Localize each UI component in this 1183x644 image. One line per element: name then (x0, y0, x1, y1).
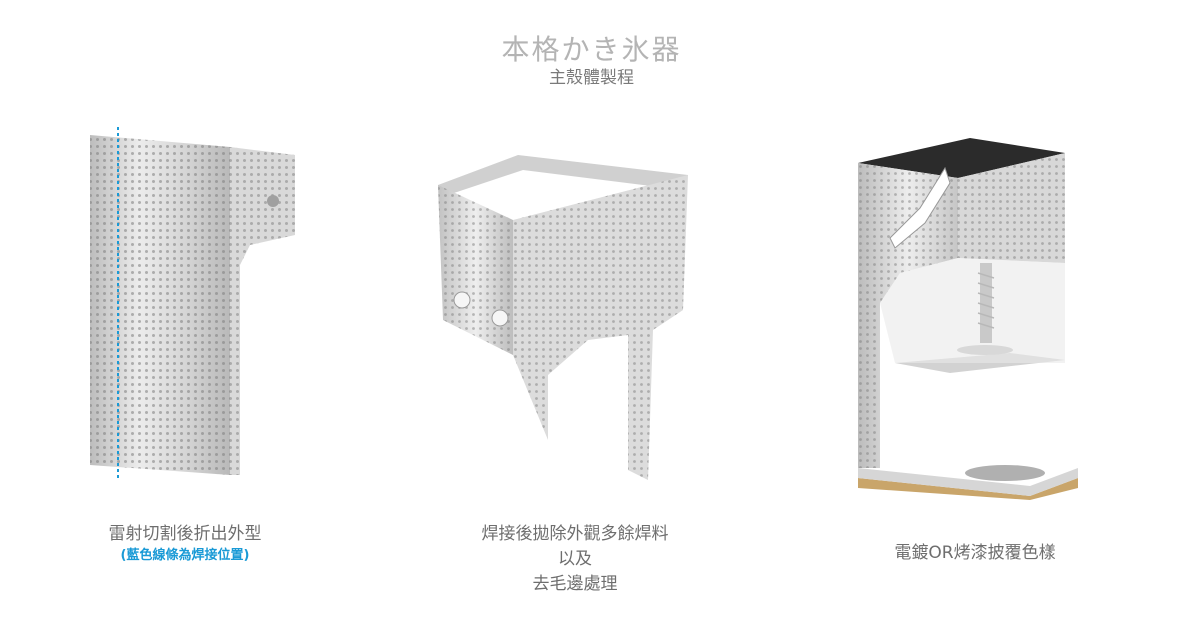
step2-caption-line-2: 以及 (558, 549, 592, 569)
step1-caption-text: 雷射切割後折出外型 (108, 524, 262, 544)
weld-position-note: (藍色線條為焊接位置) (120, 548, 250, 563)
page-subtitle: 主殼體製程 (549, 68, 634, 88)
step2-caption-line-1: 焊接後拋除外觀多餘焊料 (481, 524, 669, 544)
step2-caption-line-3: 去毛邊處理 (532, 574, 618, 594)
page-title: 本格かき氷器 (501, 33, 682, 66)
cork-base (858, 478, 1078, 500)
step2-illustration (428, 150, 698, 490)
step3-caption-text: 電鍍OR烤漆披覆色樣 (894, 543, 1056, 563)
step3-caption: 電鍍OR烤漆披覆色樣 (855, 541, 1095, 566)
top-cap (858, 138, 1065, 178)
step2-caption: 焊接後拋除外觀多餘焊料 以及 去毛邊處理 (440, 522, 710, 597)
step1-illustration (80, 115, 320, 495)
step3-illustration (850, 128, 1085, 500)
step1-caption: 雷射切割後折出外型 (藍色線條為焊接位置) (60, 522, 310, 565)
